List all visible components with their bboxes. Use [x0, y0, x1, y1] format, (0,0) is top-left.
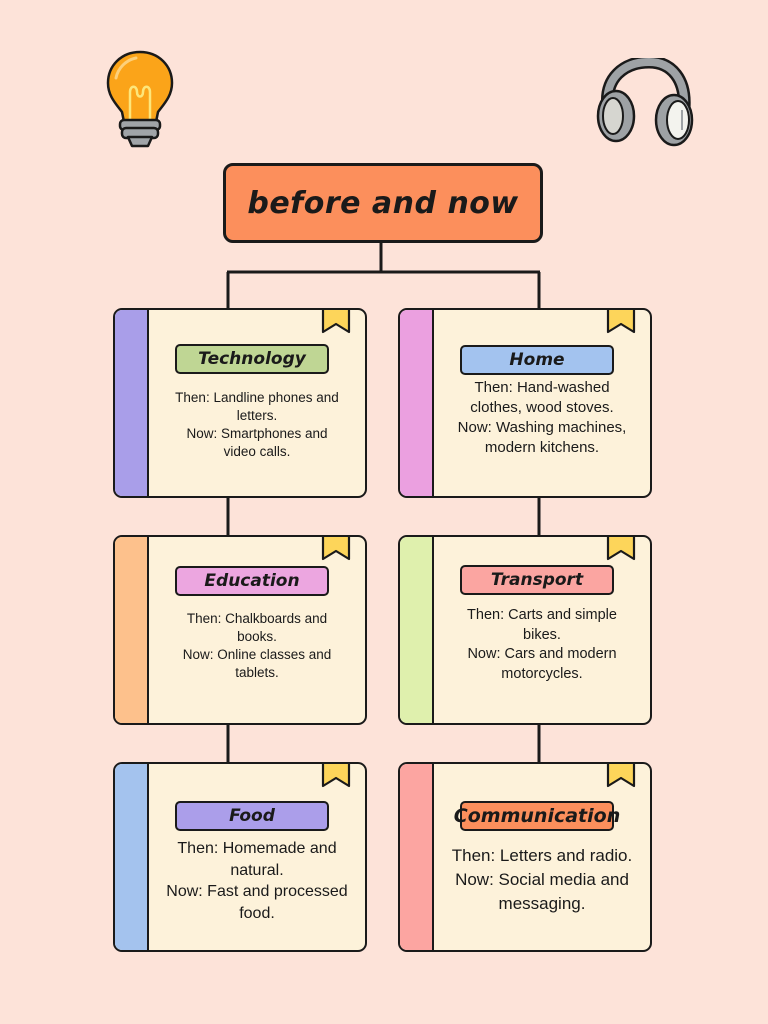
card-spine [400, 764, 434, 950]
card-home: Home Then: Hand-washed clothes, wood sto… [398, 308, 652, 498]
card-label-food: Food [175, 801, 329, 831]
card-description-transport: Then: Carts and simple bikes. Now: Cars … [467, 607, 617, 682]
diagram-title: before and now [247, 185, 519, 221]
card-description-education: Then: Chalkboards and books. Now: Online… [182, 611, 332, 680]
card-description-home: Then: Hand-washed clothes, wood stoves. … [457, 379, 627, 456]
bookmark-icon [321, 537, 351, 561]
card-label-technology: Technology [175, 344, 329, 374]
headphones-icon [596, 58, 694, 147]
card-label-communication: Communication [454, 801, 620, 831]
card-spine [115, 537, 149, 723]
card-spine [400, 310, 434, 496]
bookmark-icon [321, 310, 351, 334]
title-box: before and now [223, 163, 543, 243]
light-bulb-icon [106, 50, 174, 148]
bookmark-icon [606, 310, 636, 334]
card-food: Food Then: Homemade and natural. Now: Fa… [113, 762, 367, 952]
card-education: Education Then: Chalkboards and books. N… [113, 535, 367, 725]
card-communication: Communication Then: Letters and radio. N… [398, 762, 652, 952]
card-description-technology: Then: Landline phones and letters. Now: … [175, 390, 339, 459]
card-spine [115, 310, 149, 496]
card-technology: Technology Then: Landline phones and let… [113, 308, 367, 498]
bookmark-icon [606, 537, 636, 561]
card-spine [400, 537, 434, 723]
card-label-transport: Transport [460, 565, 614, 595]
card-transport: Transport Then: Carts and simple bikes. … [398, 535, 652, 725]
card-label-education: Education [175, 566, 329, 596]
card-description-food: Then: Homemade and natural. Now: Fast an… [166, 840, 348, 922]
bookmark-icon [321, 764, 351, 788]
card-spine [115, 764, 149, 950]
card-label-home: Home [460, 345, 614, 375]
card-description-communication: Then: Letters and radio. Now: Social med… [451, 846, 633, 913]
bookmark-icon [606, 764, 636, 788]
